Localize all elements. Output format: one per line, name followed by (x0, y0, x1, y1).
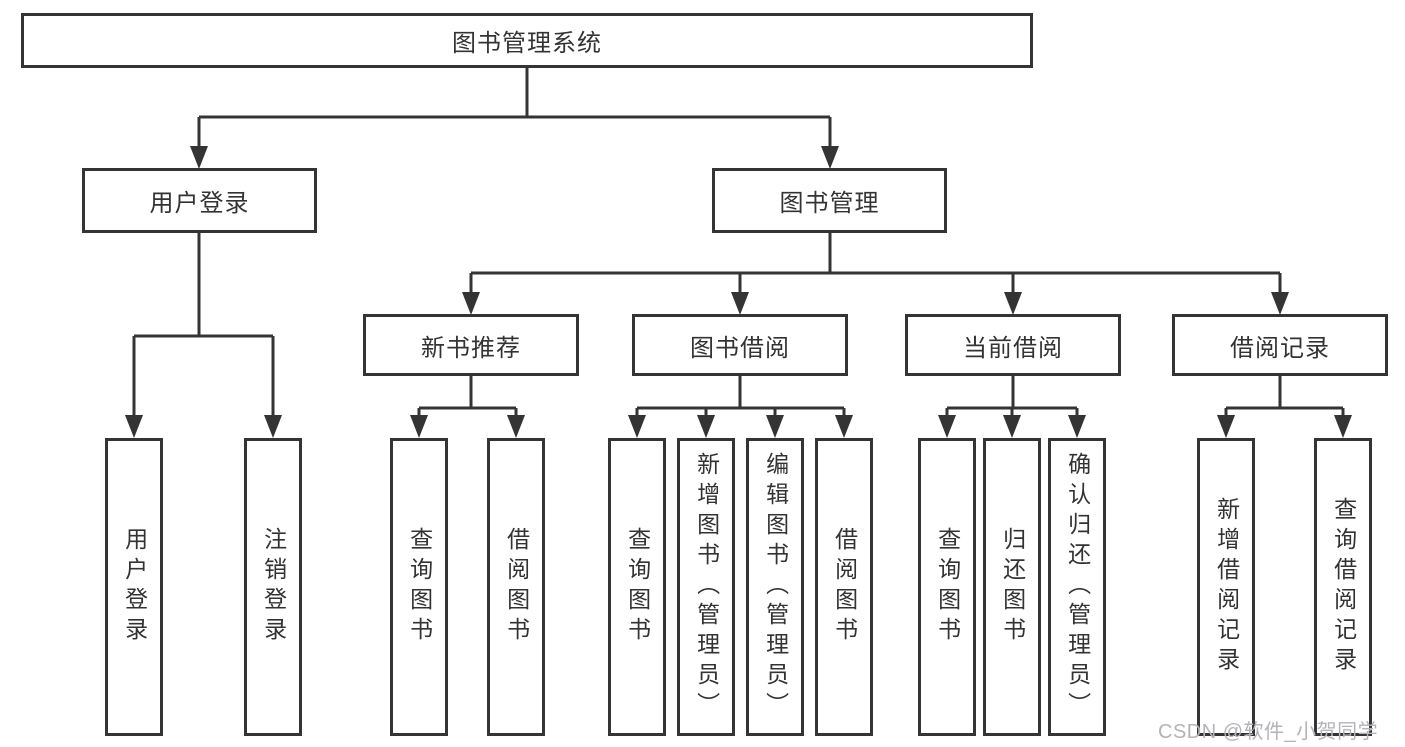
leaf-borrow-edit-books-admin: 编辑图书（管理员） (746, 438, 804, 736)
leaf-current-query-books-label: 查询图书 (934, 527, 961, 647)
leaf-borrow-query-books-label: 查询图书 (624, 527, 651, 647)
leaf-logout-label: 注销登录 (260, 527, 287, 647)
leaf-rec-query-books: 查询图书 (390, 438, 448, 736)
leaf-borrow-add-books-admin: 新增图书（管理员） (677, 438, 735, 736)
leaf-records-query-record: 查询借阅记录 (1314, 438, 1372, 736)
node-user-login-label: 用户登录 (149, 190, 250, 217)
leaf-borrow-edit-books-admin-label: 编辑图书（管理员） (762, 452, 789, 722)
node-book-borrowing: 图书借阅 (632, 314, 848, 376)
leaf-current-return-books-label: 归还图书 (999, 527, 1026, 647)
node-borrowing-records-label: 借阅记录 (1230, 334, 1330, 362)
node-user-login: 用户登录 (82, 168, 317, 233)
leaf-borrow-borrow-books: 借阅图书 (815, 438, 873, 736)
leaf-rec-query-books-label: 查询图书 (406, 527, 433, 647)
leaf-records-add-record: 新增借阅记录 (1197, 438, 1255, 736)
node-book-borrowing-label: 图书借阅 (690, 334, 790, 362)
leaf-borrow-borrow-books-label: 借阅图书 (831, 527, 858, 647)
leaf-current-confirm-return-admin: 确认归还（管理员） (1048, 438, 1106, 736)
node-new-book-recommend-label: 新书推荐 (421, 334, 521, 362)
leaf-rec-borrow-books-label: 借阅图书 (503, 527, 530, 647)
node-new-book-recommend: 新书推荐 (363, 314, 579, 376)
node-current-borrowing: 当前借阅 (905, 314, 1121, 376)
watermark-text: CSDN @软件_小贺同学 (1158, 721, 1379, 743)
node-root-label: 图书管理系统 (452, 30, 602, 57)
node-current-borrowing-label: 当前借阅 (963, 334, 1063, 362)
leaf-records-add-record-label: 新增借阅记录 (1213, 497, 1240, 677)
leaf-borrow-add-books-admin-label: 新增图书（管理员） (693, 452, 720, 722)
leaf-user-login: 用户登录 (105, 438, 163, 736)
leaf-rec-borrow-books: 借阅图书 (487, 438, 545, 736)
leaf-current-confirm-return-admin-label: 确认归还（管理员） (1064, 452, 1091, 722)
node-borrowing-records: 借阅记录 (1172, 314, 1388, 376)
leaf-logout: 注销登录 (244, 438, 302, 736)
leaf-current-query-books: 查询图书 (918, 438, 976, 736)
leaf-records-query-record-label: 查询借阅记录 (1330, 497, 1357, 677)
leaf-user-login-label: 用户登录 (121, 527, 148, 647)
node-root: 图书管理系统 (21, 13, 1033, 68)
node-book-management-label: 图书管理 (779, 190, 880, 217)
leaf-current-return-books: 归还图书 (983, 438, 1041, 736)
node-book-management: 图书管理 (712, 168, 947, 233)
leaf-borrow-query-books: 查询图书 (608, 438, 666, 736)
arrowheads (125, 146, 1352, 438)
